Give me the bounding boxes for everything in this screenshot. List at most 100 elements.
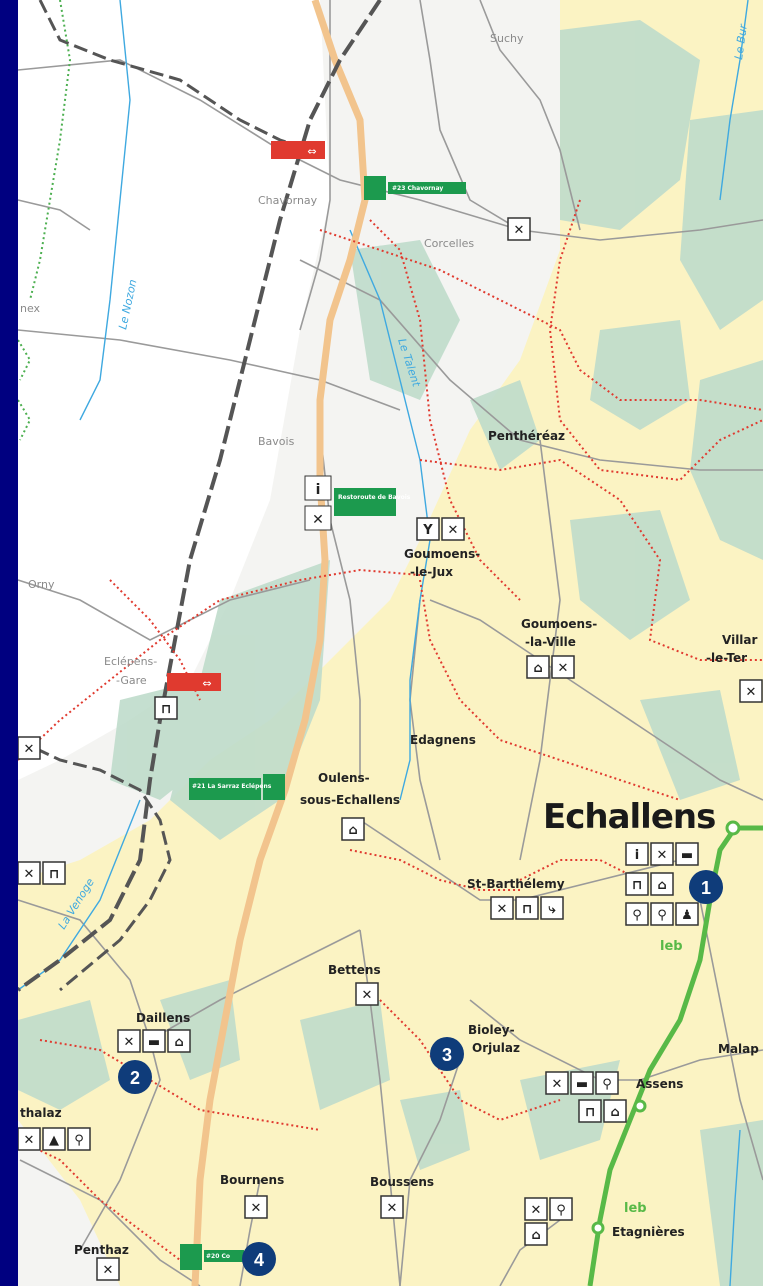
regional-trail <box>29 0 72 301</box>
station-eclepens-gare[interactable]: ⇔ <box>167 673 221 691</box>
svg-text:#23 Chavornay: #23 Chavornay <box>392 185 443 192</box>
svg-text:▲: ▲ <box>49 1133 59 1148</box>
label-penthaz: Penthaz <box>74 1243 129 1257</box>
poi-left-edge[interactable]: ✕ ✕ ⊓ <box>17 736 66 885</box>
svg-text:▬: ▬ <box>148 1035 160 1050</box>
label-assens: Assens <box>636 1077 683 1091</box>
svg-text:✕: ✕ <box>103 1263 114 1278</box>
left-frame <box>0 0 18 1286</box>
svg-text:i: i <box>316 482 321 498</box>
svg-text:✕: ✕ <box>497 902 508 917</box>
label-bavois: Bavois <box>258 435 295 448</box>
poi-goumoens-le-jux[interactable]: Y ✕ <box>416 517 465 541</box>
label-bettens: Bettens <box>328 963 381 977</box>
label-villars-2: -le-Ter <box>706 651 747 665</box>
svg-text:✕: ✕ <box>24 1133 35 1148</box>
poi-bettens[interactable]: ✕ <box>355 982 379 1006</box>
poi-penthalaz[interactable]: ✕ ▲ ⚲ <box>17 1127 91 1151</box>
label-orny: Orny <box>28 578 55 591</box>
label-bioley-1: Bioley- <box>468 1023 515 1037</box>
label-echallens: Echallens <box>543 797 715 837</box>
label-eclepens-1: Eclépens- <box>104 655 157 668</box>
label-nex: nex <box>20 302 41 315</box>
motorway-exit-cossonay[interactable]: #20 Co <box>180 1244 244 1270</box>
label-malapalud: Malap <box>718 1042 759 1056</box>
poi-eclepens[interactable]: ⊓ <box>154 696 178 720</box>
svg-text:⊓: ⊓ <box>632 878 642 893</box>
label-penthereaz: Penthéréaz <box>488 429 565 443</box>
svg-text:⤷: ⤷ <box>548 902 556 917</box>
motorway-exit-la-sarraz[interactable]: #21 La Sarraz Eclépens <box>189 774 285 800</box>
svg-text:♟: ♟ <box>681 908 693 923</box>
label-leb-1: leb <box>660 939 683 954</box>
marker-2[interactable]: 2 <box>118 1060 152 1094</box>
railway-branch <box>17 738 172 992</box>
svg-text:⌂: ⌂ <box>657 878 666 893</box>
label-edagnens: Edagnens <box>410 733 476 747</box>
poi-echallens[interactable]: i ✕ ▬ ⊓ ⌂ ⚲ ⚲ ♟ <box>625 842 699 926</box>
poi-goumoens-la-ville[interactable]: ⌂ ✕ <box>526 655 575 679</box>
svg-text:✕: ✕ <box>251 1201 262 1216</box>
poi-penthaz[interactable]: ✕ <box>96 1257 120 1281</box>
svg-text:▬: ▬ <box>681 848 693 863</box>
yellow-region <box>18 0 763 1286</box>
poi-assens[interactable]: ✕ ▬ ⚲ ⊓ ⌂ <box>545 1071 627 1123</box>
svg-text:⌂: ⌂ <box>610 1105 619 1120</box>
station-etagnieres-dot[interactable] <box>591 1221 605 1235</box>
leb-line <box>587 825 763 1286</box>
svg-text:⚲: ⚲ <box>632 908 642 923</box>
motorway-exit-chavornay[interactable]: #23 Chavornay <box>364 176 466 200</box>
station-chavornay[interactable]: ⇔ <box>271 141 325 159</box>
svg-text:⊓: ⊓ <box>522 902 532 917</box>
svg-text:i: i <box>635 848 639 863</box>
place-labels: Suchy Chavornay Corcelles Penthéréaz Bav… <box>20 32 759 1257</box>
svg-text:✕: ✕ <box>24 867 35 882</box>
poi-st-barthelemy[interactable]: ✕ ⊓ ⤷ <box>490 896 564 920</box>
marker-1[interactable]: 1 <box>689 870 723 904</box>
svg-text:▬: ▬ <box>576 1077 588 1092</box>
label-etagnieres: Etagnières <box>612 1225 685 1239</box>
label-st-barthelemy: St-Barthélemy <box>467 877 565 891</box>
label-bioley-2: Orjulaz <box>472 1041 520 1055</box>
svg-text:⚲: ⚲ <box>74 1133 84 1148</box>
label-penthalaz: thalaz <box>20 1106 62 1120</box>
svg-text:✕: ✕ <box>558 661 569 676</box>
svg-text:✕: ✕ <box>531 1203 542 1218</box>
poi-bournens[interactable]: ✕ <box>244 1195 268 1219</box>
svg-text:⊓: ⊓ <box>161 702 171 717</box>
poi-corcelles[interactable]: ✕ <box>507 217 531 241</box>
svg-text:✕: ✕ <box>362 988 373 1003</box>
svg-text:✕: ✕ <box>312 512 324 528</box>
poi-villars[interactable]: ✕ <box>739 679 763 703</box>
poi-etagnieres[interactable]: ✕ ⚲ ⌂ <box>524 1197 573 1246</box>
label-oulens-1: Oulens- <box>318 771 370 785</box>
poi-oulens[interactable]: ⌂ <box>341 817 365 841</box>
svg-text:#20 Co: #20 Co <box>206 1253 230 1260</box>
label-goumoens-le-jux-2: -le-Jux <box>410 565 453 579</box>
svg-text:⌂: ⌂ <box>531 1228 540 1243</box>
railway-main <box>16 0 382 992</box>
svg-text:⚲: ⚲ <box>556 1203 566 1218</box>
label-suchy: Suchy <box>490 32 524 45</box>
svg-text:Y: Y <box>422 523 433 538</box>
label-oulens-2: sous-Echallens <box>300 793 400 807</box>
svg-text:⚲: ⚲ <box>602 1077 612 1092</box>
svg-text:✕: ✕ <box>24 742 35 757</box>
marker-3[interactable]: 3 <box>430 1037 464 1071</box>
restoroute-sign[interactable]: i ✕ Restoroute de Bavois <box>304 475 411 531</box>
poi-boussens[interactable]: ✕ <box>380 1195 404 1219</box>
label-goumoens-le-jux-1: Goumoens- <box>404 547 480 561</box>
svg-text:✕: ✕ <box>746 685 757 700</box>
marker-4[interactable]: 4 <box>242 1242 276 1276</box>
station-echallens-dot[interactable] <box>725 820 741 836</box>
svg-text:2: 2 <box>130 1068 140 1088</box>
svg-text:⊓: ⊓ <box>49 867 59 882</box>
svg-text:✕: ✕ <box>124 1035 135 1050</box>
svg-text:⊓: ⊓ <box>585 1105 595 1120</box>
svg-text:✕: ✕ <box>552 1077 563 1092</box>
label-leb-2: leb <box>624 1201 647 1216</box>
station-assens-dot[interactable] <box>633 1099 647 1113</box>
svg-text:✕: ✕ <box>448 523 459 538</box>
poi-daillens[interactable]: ✕ ▬ ⌂ <box>117 1029 191 1053</box>
